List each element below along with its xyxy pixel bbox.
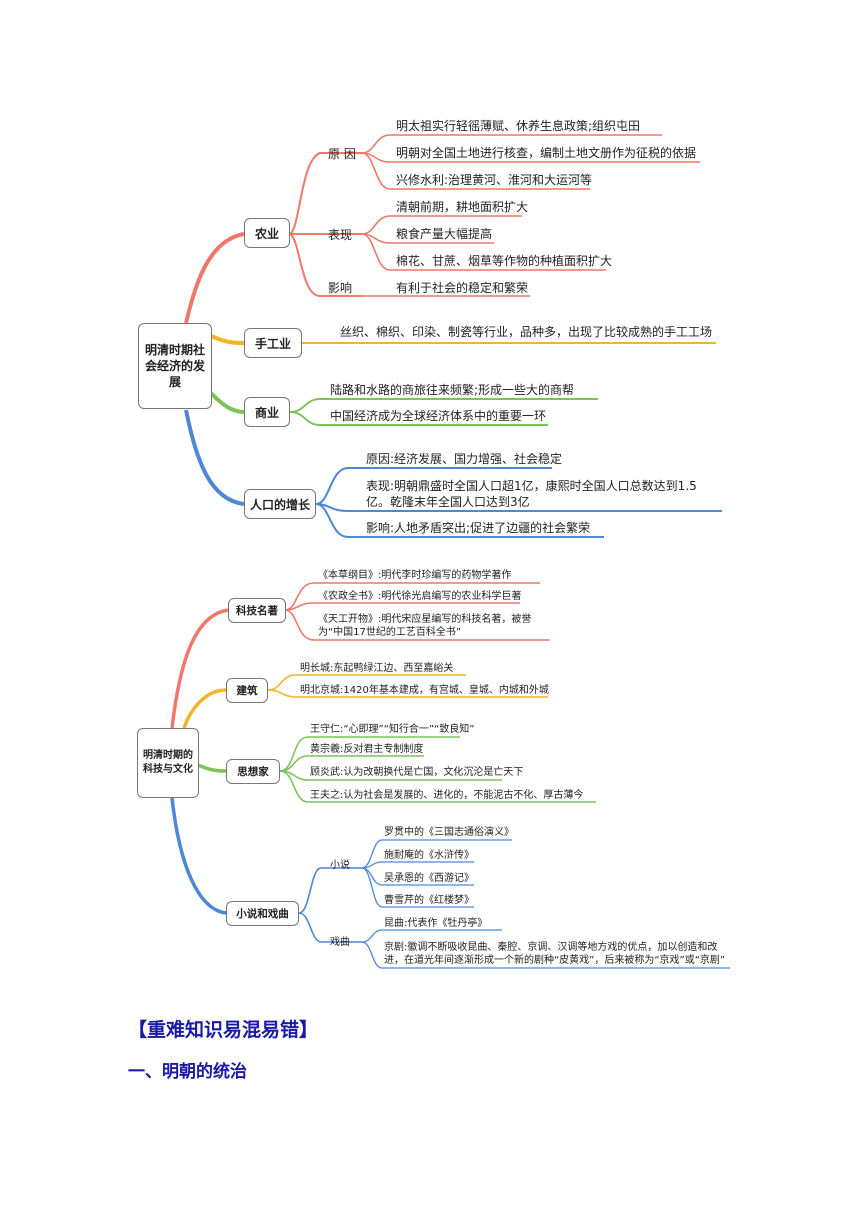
agri-cause-label: 原 因: [328, 147, 356, 161]
novel-label: 小说: [330, 860, 350, 871]
agri-perf-2: 粮食产量大幅提高: [396, 227, 493, 241]
section-heading: 【重难知识易混易错】: [128, 1019, 319, 1041]
thinker-item-1: 王守仁:“心即理”“知行合一”“致良知”: [310, 724, 475, 735]
population-item-1: 原因:经济发展、国力增强、社会稳定: [366, 452, 563, 466]
branch-architecture: 建筑: [226, 678, 268, 703]
drama-label: 戏曲: [330, 937, 350, 948]
agri-impact: 有利于社会的稳定和繁荣: [396, 281, 529, 295]
novel-item-4: 曹雪芹的《红楼梦》: [384, 895, 474, 906]
branch-population: 人口的增长: [244, 489, 316, 519]
novel-item-2: 施耐庵的《水浒传》: [384, 850, 474, 861]
agri-perf-3: 棉花、甘蔗、烟草等作物的种植面积扩大: [396, 254, 613, 268]
handicraft-text: 丝织、棉织、印染、制瓷等行业，品种多，出现了比较成熟的手工工场: [340, 325, 713, 339]
branch-literature: 小说和戏曲: [226, 901, 299, 926]
novel-item-1: 罗贯中的《三国志通俗演义》: [384, 827, 514, 838]
drama-item-2: 京剧:徽调不断吸收昆曲、秦腔、京调、汉调等地方戏的优点，加以创造和改进，在道光年…: [384, 942, 726, 966]
population-item-3: 影响:人地矛盾突出;促进了边疆的社会繁荣: [366, 521, 591, 535]
architecture-item-2: 明北京城:1420年基本建成，有宫城、皇城、内城和外城: [300, 685, 549, 696]
root-node-culture: 明清时期的科技与文化: [137, 728, 199, 798]
branch-thinkers: 思想家: [226, 759, 280, 784]
agri-cause-1: 明太祖实行轻徭薄赋、休养生息政策;组织屯田: [396, 119, 641, 133]
thinker-item-4: 王夫之:认为社会是发展的、进化的，不能泥古不化、厚古薄今: [310, 790, 584, 801]
branch-agriculture: 农业: [244, 218, 290, 248]
science-item-1: 《本草纲目》:明代李时珍编写的药物学著作: [318, 570, 512, 581]
commerce-item-2: 中国经济成为全球经济体系中的重要一环: [330, 409, 547, 423]
agri-cause-2: 明朝对全国土地进行核查，编制土地文册作为征税的依据: [396, 146, 697, 160]
agri-perf-label: 表现: [328, 228, 353, 242]
architecture-item-1: 明长城:东起鸭绿江边、西至嘉峪关: [300, 663, 454, 674]
branch-commerce: 商业: [244, 397, 290, 427]
section-subheading: 一、明朝的统治: [128, 1062, 247, 1082]
science-item-3: 《天工开物》:明代宋应星编写的科技名著，被誉为“中国17世纪的工艺百科全书”: [318, 614, 532, 638]
root-node-economy: 明清时期社会经济的发展: [138, 323, 212, 409]
novel-item-3: 吴承恩的《西游记》: [384, 873, 474, 884]
thinker-item-2: 黄宗羲:反对君主专制制度: [310, 744, 424, 755]
agri-cause-3: 兴修水利:治理黄河、淮河和大运河等: [396, 173, 593, 187]
agri-impact-label: 影响: [328, 281, 353, 295]
commerce-item-1: 陆路和水路的商旅往来频繁;形成一些大的商帮: [330, 383, 575, 397]
science-item-2: 《农政全书》:明代徐光启编写的农业科学巨著: [318, 591, 522, 602]
agri-perf-1: 清朝前期，耕地面积扩大: [396, 200, 529, 214]
population-item-2: 表现:明朝鼎盛时全国人口超1亿，康熙时全国人口总数达到1.5亿。乾隆末年全国人口…: [366, 479, 697, 509]
thinker-item-3: 顾炎武:认为改朝换代是亡国，文化沉沦是亡天下: [310, 767, 524, 778]
drama-item-1: 昆曲:代表作《牡丹亭》: [384, 918, 488, 929]
branch-science-books: 科技名著: [228, 598, 286, 623]
branch-handicraft: 手工业: [244, 328, 302, 358]
